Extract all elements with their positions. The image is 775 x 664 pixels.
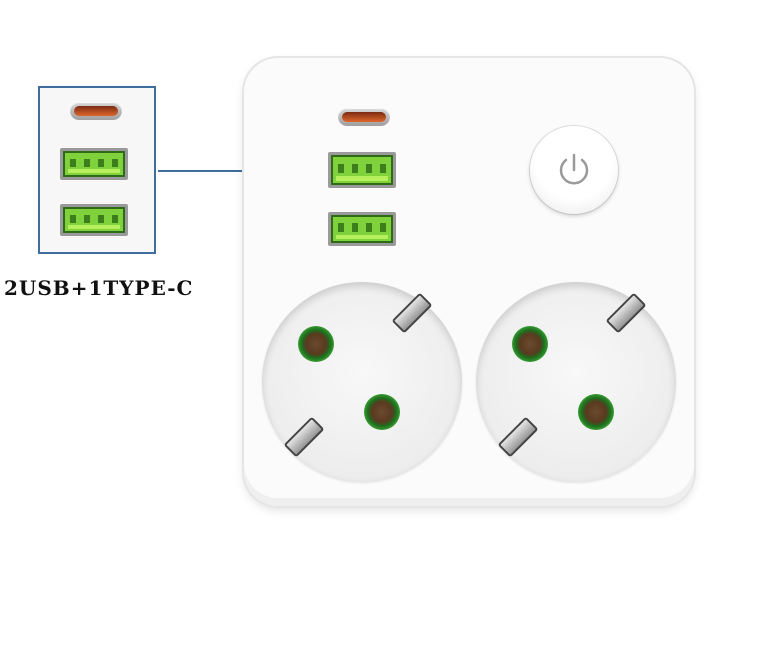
socket-pin-hole: [512, 326, 548, 362]
usb-a-port-icon: [60, 148, 128, 180]
usb-a-port-icon: [328, 212, 396, 246]
usb-c-port-icon: [70, 102, 122, 120]
usb-a-port-icon: [328, 152, 396, 188]
schuko-socket-right: [476, 282, 676, 482]
socket-pin-hole: [578, 394, 614, 430]
earth-clip: [605, 292, 647, 334]
power-icon: [559, 153, 589, 185]
socket-pin-hole: [298, 326, 334, 362]
usb-c-port-icon: [338, 108, 390, 126]
power-button: [530, 126, 618, 214]
schuko-socket-left: [262, 282, 462, 482]
earth-clip: [391, 292, 433, 334]
usb-a-port-icon: [60, 204, 128, 236]
socket-pin-hole: [364, 394, 400, 430]
ports-caption: 2USB+1TYPE-C: [4, 276, 194, 300]
earth-clip: [497, 416, 539, 458]
earth-clip: [283, 416, 325, 458]
port-zoom-inset: [38, 86, 156, 254]
